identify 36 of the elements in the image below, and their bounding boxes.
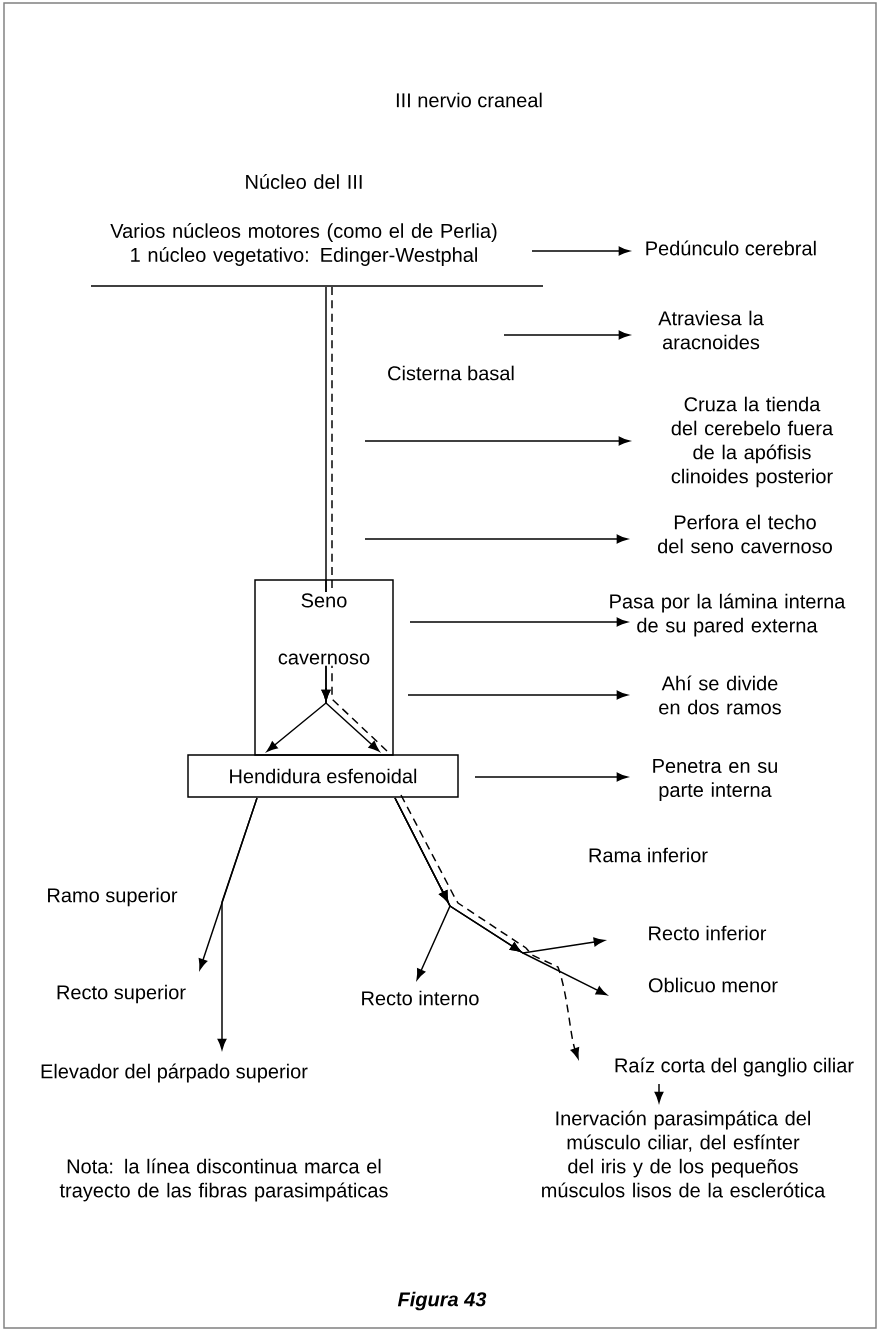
arrow [364,534,628,544]
labeled-box: Seno cavernoso [254,579,394,756]
annotation-text: Ramo superior [48,887,178,907]
annotation-text: Cruza la tienda del cerebelo fuera de la apófisis clinoides posterior [671,396,834,488]
annotation-text: Recto interno [362,990,479,1006]
annotation-text: Pedúnculo cerebral [646,240,816,256]
arrow [531,246,630,256]
arrow [217,797,258,1050]
labeled-box: Hendidura esfenoidal [187,754,459,798]
horizontal-line [91,285,543,287]
annotation-text: Penetra en su parte interna [653,759,777,801]
annotation-text: Elevador del párpado superior [41,1063,308,1083]
annotation-text: Ahí se divide en dos ramos [659,675,781,715]
arrow [409,617,628,627]
annotation-text: Atraviesa la aracnoides [658,310,764,350]
annotation-text: Inervación parasimpática del músculo ciliar, del esfínter del iris y de los pequeños músculos lisos de la esclerótica [542,1110,826,1198]
line [325,286,327,581]
annotation-text: Perfora el techo del seno cavernoso [658,514,832,554]
annotation-text: Oblicuo menor [648,977,778,993]
annotation-text: Nota: la línea discontinua marca el trayecto de las fibras parasimpáticas [59,1158,388,1202]
annotation-text: Cisterna basal [388,365,514,381]
arrow [474,772,628,782]
annotation-text: Recto superior [57,984,186,1004]
arrow [407,690,628,700]
arrow [400,794,580,1059]
annotation-text: Rama inferior [589,847,708,863]
arrow [394,797,608,996]
annotation-text: Pasa por la lámina interna de su pared externa [610,593,846,637]
annotation-text: Núcleo del III Varios núcleos motores (como el de Perlia) 1 núcleo vegetativo: Edinger-Westphal [110,174,497,266]
title: III nervio craneal [396,92,542,108]
arrow [364,436,630,446]
caption: Figura 43 [397,1291,487,1311]
arrow [654,1083,664,1103]
arrow [503,330,630,340]
annotation-text: Recto inferior [649,925,767,941]
annotation-text: Raíz corta del ganglio ciliar [615,1057,854,1077]
